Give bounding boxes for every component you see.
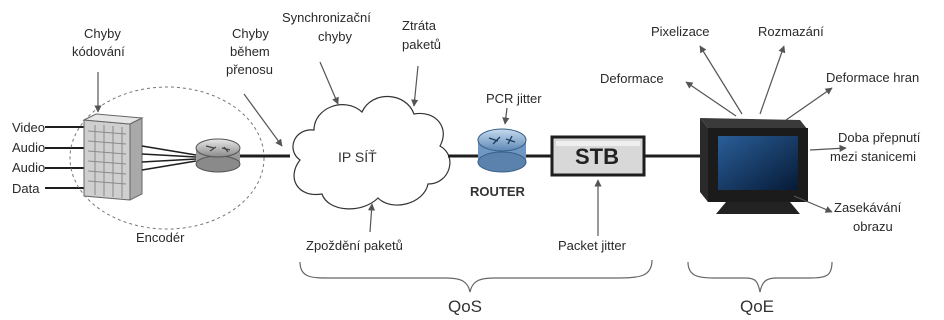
qoe-brace: [687, 261, 833, 293]
tv-icon: [700, 118, 808, 214]
network-label: IP SÍŤ: [338, 149, 377, 165]
input-video-label: Video: [12, 120, 45, 135]
input-data-label: Data: [12, 181, 40, 196]
qoe-label: QoE: [740, 297, 774, 316]
sync-errors-label-1: Synchronizační: [282, 10, 371, 25]
encoder-label: Encodér: [136, 230, 185, 245]
channel-switch-label-2: mezi stanicemi: [830, 149, 916, 164]
sync-errors-label-2: chyby: [318, 29, 352, 44]
deformation-label: Deformace: [600, 71, 664, 86]
router-icon: [477, 128, 527, 173]
channel-switch-label-1: Doba přepnutí: [838, 130, 921, 145]
blur-label: Rozmazání: [758, 24, 824, 39]
qos-arrows: [94, 61, 602, 236]
freezing-label-1: Zasekávání: [834, 200, 902, 215]
delay-label: Zpoždění paketů: [306, 238, 403, 253]
coding-errors-label-2: kódování: [72, 44, 125, 59]
network-cloud-icon: [292, 95, 451, 210]
packet-loss-label-1: Ztráta: [402, 18, 437, 33]
coding-errors-label-1: Chyby: [84, 26, 121, 41]
input-audio2-label: Audio: [12, 160, 45, 175]
transmission-errors-label-3: přenosu: [226, 62, 273, 77]
packet-jitter-label: Packet jitter: [558, 238, 627, 253]
encoder-router-icon: [195, 138, 241, 173]
encoder-fan-lines: [141, 145, 197, 171]
freezing-label-2: obrazu: [853, 219, 893, 234]
transmission-errors-label-1: Chyby: [232, 26, 269, 41]
pixelation-label: Pixelizace: [651, 24, 710, 39]
input-lines: [45, 126, 84, 189]
packet-loss-label-2: paketů: [402, 37, 441, 52]
qos-label: QoS: [448, 297, 482, 316]
edge-deformation-label: Deformace hran: [826, 70, 919, 85]
qoe-arrows: [685, 45, 847, 213]
router-label: ROUTER: [470, 184, 526, 199]
encoder-boundary: [69, 86, 265, 230]
transmission-errors-label-2: během: [230, 44, 270, 59]
qos-brace: [299, 259, 653, 293]
encoder-device-icon: [82, 113, 144, 201]
stb-label: STB: [575, 144, 619, 169]
input-audio1-label: Audio: [12, 140, 45, 155]
pcr-jitter-label: PCR jitter: [486, 91, 542, 106]
